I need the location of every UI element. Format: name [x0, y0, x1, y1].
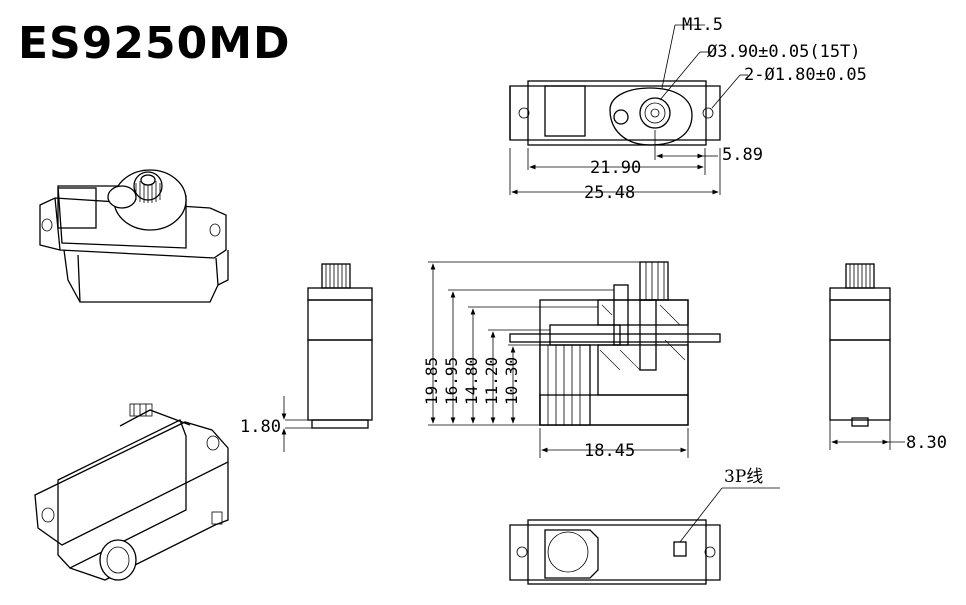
label-width-1845: 18.45 — [584, 441, 635, 461]
label-height-1120: 11.20 — [482, 357, 501, 405]
label-height-1030: 10.30 — [502, 357, 521, 405]
side-view-left — [281, 263, 373, 452]
label-width-2548: 25.48 — [584, 183, 635, 203]
label-width-830: 8.30 — [906, 433, 947, 453]
label-width-2190: 21.90 — [590, 158, 641, 178]
bottom-view — [509, 487, 780, 585]
diagram-title: ES9250MD — [18, 18, 291, 69]
isometric-view-bottom — [34, 403, 229, 581]
top-view — [509, 24, 748, 195]
label-mount-hole-diameter: 2-Ø1.80±0.05 — [744, 65, 867, 85]
label-height-1985: 19.85 — [422, 357, 441, 405]
isometric-view-top — [39, 169, 229, 303]
label-height-180: 1.80 — [240, 417, 281, 437]
label-wire: 3P线 — [724, 467, 763, 487]
label-height-1480: 14.80 — [462, 357, 481, 405]
section-view — [428, 261, 721, 458]
label-height-1695: 16.95 — [442, 357, 461, 405]
label-offset-589: 5.89 — [722, 145, 763, 165]
side-view-right — [829, 263, 905, 450]
label-shaft-diameter: Ø3.90±0.05(15T) — [707, 42, 861, 62]
label-m15: M1.5 — [682, 15, 723, 35]
